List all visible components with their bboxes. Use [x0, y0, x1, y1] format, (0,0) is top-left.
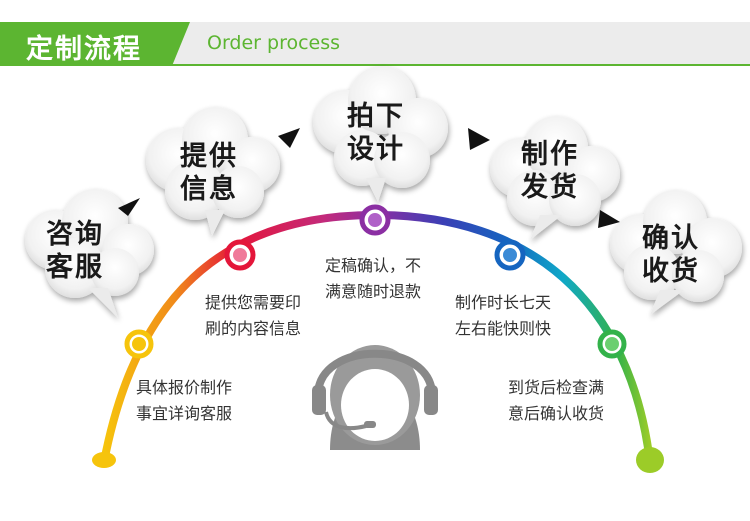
step-2-title-line-2: 信息	[180, 174, 238, 205]
step-2-description-line-1: 提供您需要印	[205, 293, 302, 312]
step-4-description-line-2: 左右能快则快	[455, 319, 552, 338]
cloud-step-1	[25, 189, 154, 318]
step-5-description: 到货后检查满 意后确认收货	[508, 375, 604, 427]
step-dot-3	[359, 204, 391, 236]
step-5-title-line-2: 收货	[642, 256, 700, 287]
page-title: 定制流程	[26, 34, 142, 65]
customer-service-headset-icon	[312, 345, 438, 450]
page-subtitle: Order process	[207, 32, 341, 54]
step-4-title-line-2: 发货	[521, 172, 579, 203]
step-dot-2	[224, 239, 256, 271]
step-dot-4	[494, 239, 526, 271]
step-3-title: 拍下 设计	[347, 100, 405, 166]
header-bar: 定制流程 Order process	[0, 22, 750, 66]
cloud-step-5	[610, 190, 742, 315]
step-3-title-line-2: 设计	[347, 134, 405, 165]
step-1-title: 咨询 客服	[46, 218, 104, 284]
step-dot-5	[597, 329, 627, 359]
step-1-description-line-1: 具体报价制作	[136, 378, 233, 397]
step-4-title: 制作 发货	[521, 138, 579, 204]
step-5-title-line-1: 确认	[642, 223, 700, 254]
step-2-description: 提供您需要印 刷的内容信息	[205, 290, 301, 342]
arrow-icon	[118, 198, 140, 216]
cloud-step-3	[313, 66, 448, 202]
step-2-title: 提供 信息	[180, 140, 238, 206]
step-5-title: 确认 收货	[642, 222, 700, 288]
step-2-title-line-1: 提供	[180, 141, 238, 172]
step-dot-1	[124, 329, 154, 359]
cloud-step-2	[146, 107, 280, 236]
arrow-icon	[278, 128, 300, 148]
arc-start-cap	[92, 452, 116, 468]
step-4-description-line-1: 制作时长七天	[455, 293, 552, 312]
cloud-step-4	[490, 116, 620, 240]
step-4-title-line-1: 制作	[521, 139, 579, 170]
arrow-icon	[598, 210, 620, 228]
header-background	[0, 22, 750, 66]
step-3-description: 定稿确认，不 满意随时退款	[325, 253, 421, 305]
step-1-title-line-1: 咨询	[46, 219, 104, 250]
step-3-title-line-1: 拍下	[347, 101, 405, 132]
step-5-description-line-2: 意后确认收货	[508, 404, 605, 423]
step-5-description-line-1: 到货后检查满	[508, 378, 605, 397]
step-1-description-line-2: 事宜详询客服	[136, 404, 233, 423]
step-1-title-line-2: 客服	[46, 252, 104, 283]
step-4-description: 制作时长七天 左右能快则快	[455, 290, 551, 342]
step-3-description-line-1: 定稿确认，不	[325, 256, 422, 275]
step-1-description: 具体报价制作 事宜详询客服	[136, 375, 232, 427]
step-2-description-line-2: 刷的内容信息	[205, 319, 302, 338]
arrow-icon	[468, 128, 490, 150]
arc-end-cap	[636, 447, 664, 473]
step-3-description-line-2: 满意随时退款	[325, 282, 422, 301]
